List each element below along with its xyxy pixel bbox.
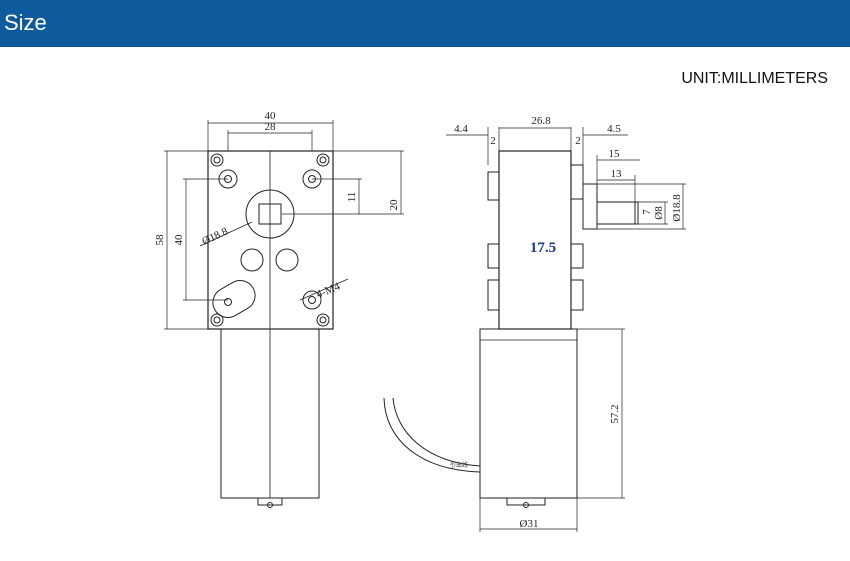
dim-shaft-offset-large: 20	[388, 199, 400, 211]
side-hub	[582, 183, 598, 230]
dim-shaft-diameter: Ø8	[653, 206, 665, 220]
slotted-hole	[212, 280, 256, 318]
dim-left-gap: 2	[490, 135, 496, 147]
dim-width-outer: 40	[265, 110, 277, 122]
lower-hole	[275, 248, 299, 272]
corner-screw	[210, 153, 330, 327]
output-shaft	[596, 201, 636, 225]
front-view	[164, 120, 404, 508]
dim-body-width: 26.8	[531, 115, 551, 127]
header-bar: Size	[0, 0, 850, 47]
dim-motor-length: 57.2	[609, 404, 621, 423]
side-boss	[487, 171, 500, 201]
motor-end-cap	[257, 497, 283, 506]
side-boss	[487, 279, 500, 311]
motor-side	[479, 328, 578, 499]
dim-hub-diameter-side: Ø18.8	[671, 194, 683, 222]
dim-shaft-length-total: 15	[609, 148, 621, 160]
dim-flat-depth: 7	[641, 209, 653, 215]
dim-right-gap: 2	[575, 135, 581, 147]
unit-label: UNIT:MILLIMETERS	[681, 70, 828, 87]
dim-depth: 17.5	[530, 240, 556, 256]
side-boss	[570, 164, 584, 200]
header-title: Size	[4, 10, 47, 35]
dim-left-offset: 4.4	[454, 123, 468, 135]
dim-shaft-offset-small: 11	[346, 192, 358, 203]
dim-height-inner: 40	[173, 234, 185, 246]
lead-wire	[383, 397, 481, 473]
lower-hole	[240, 248, 264, 272]
dim-hub-diameter: Ø18.8	[200, 225, 230, 248]
motor-end-cap	[506, 497, 546, 506]
side-boss	[487, 243, 500, 269]
dim-motor-diameter: Ø31	[520, 518, 539, 530]
dim-height-outer: 58	[154, 234, 166, 246]
side-boss	[570, 279, 584, 311]
wire-label: 引出线	[450, 461, 468, 469]
dim-shaft-length-flat: 13	[611, 168, 623, 180]
side-boss	[570, 243, 584, 269]
screw-label: 4-M4	[315, 280, 343, 300]
mounting-hole	[218, 169, 322, 310]
dim-right-offset: 4.5	[607, 123, 621, 135]
side-view	[383, 127, 686, 532]
dim-width-inner: 28	[265, 121, 277, 133]
